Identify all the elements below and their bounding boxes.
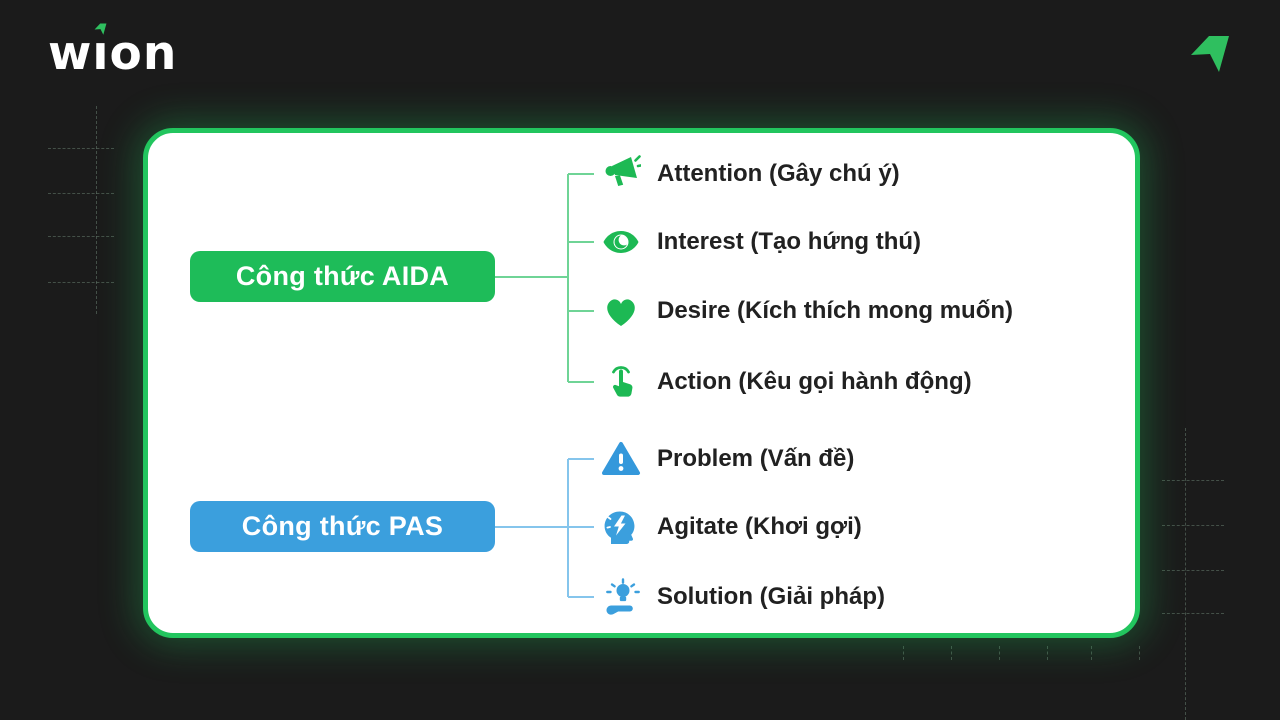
tap-icon <box>600 361 642 403</box>
list-item-label: Problem (Vấn đề) <box>657 445 855 472</box>
list-item-interest: Interest (Tạo hứng thú) <box>600 218 921 266</box>
branch-node-pas: Công thức PAS <box>190 501 495 552</box>
decor-grid-line <box>1162 613 1224 614</box>
decor-grid-line <box>1162 480 1224 481</box>
solution-bulb-icon <box>600 576 642 618</box>
logo-text-left: w <box>48 26 93 81</box>
decor-grid-line <box>48 282 114 283</box>
logo-text-right: on <box>109 26 178 81</box>
list-item-label: Desire (Kích thích mong muốn) <box>657 297 1014 324</box>
logo-arrow-icon <box>94 23 107 35</box>
list-item-label: Agitate (Khơi gợi) <box>657 513 862 540</box>
decor-grid-line <box>96 106 97 314</box>
decor-grid-line <box>1185 428 1186 720</box>
brand-arrow-icon <box>1191 36 1229 72</box>
decor-tick <box>999 646 1000 660</box>
decor-grid-line <box>48 193 114 194</box>
warning-icon <box>600 438 642 480</box>
heart-icon <box>600 290 642 332</box>
list-item-solution: Solution (Giải pháp) <box>600 573 885 621</box>
list-item-desire: Desire (Kích thích mong muốn) <box>600 287 1013 335</box>
decor-tick <box>1047 646 1048 660</box>
decor-grid-line <box>1162 570 1224 571</box>
list-item-agitate: Agitate (Khơi gợi) <box>600 503 862 551</box>
pas-connectors <box>495 458 594 598</box>
decor-grid-line <box>48 236 114 237</box>
decor-tick <box>903 646 904 660</box>
eye-icon <box>600 221 642 263</box>
list-item-attention: Attention (Gây chú ý) <box>600 150 900 198</box>
decor-grid-line <box>1162 525 1224 526</box>
branch-node-aida: Công thức AIDA <box>190 251 495 302</box>
decor-tick <box>951 646 952 660</box>
list-item-action: Action (Kêu gọi hành động) <box>600 358 972 406</box>
agitate-head-icon <box>600 506 642 548</box>
list-item-problem: Problem (Vấn đề) <box>600 435 854 483</box>
decor-grid-line <box>48 148 114 149</box>
megaphone-icon <box>600 153 642 195</box>
decor-tick <box>1139 646 1140 660</box>
list-item-label: Attention (Gây chú ý) <box>657 160 900 187</box>
decor-tick <box>1091 646 1092 660</box>
diagram-card: Công thức AIDA Công thức PAS Attention <box>143 128 1140 638</box>
logo-text-i: ı <box>92 26 110 81</box>
aida-connectors <box>495 173 594 383</box>
list-item-label: Action (Kêu gọi hành động) <box>657 368 972 395</box>
list-item-label: Solution (Giải pháp) <box>657 583 885 610</box>
list-item-label: Interest (Tạo hứng thú) <box>657 228 922 255</box>
connector-lines <box>495 173 594 598</box>
